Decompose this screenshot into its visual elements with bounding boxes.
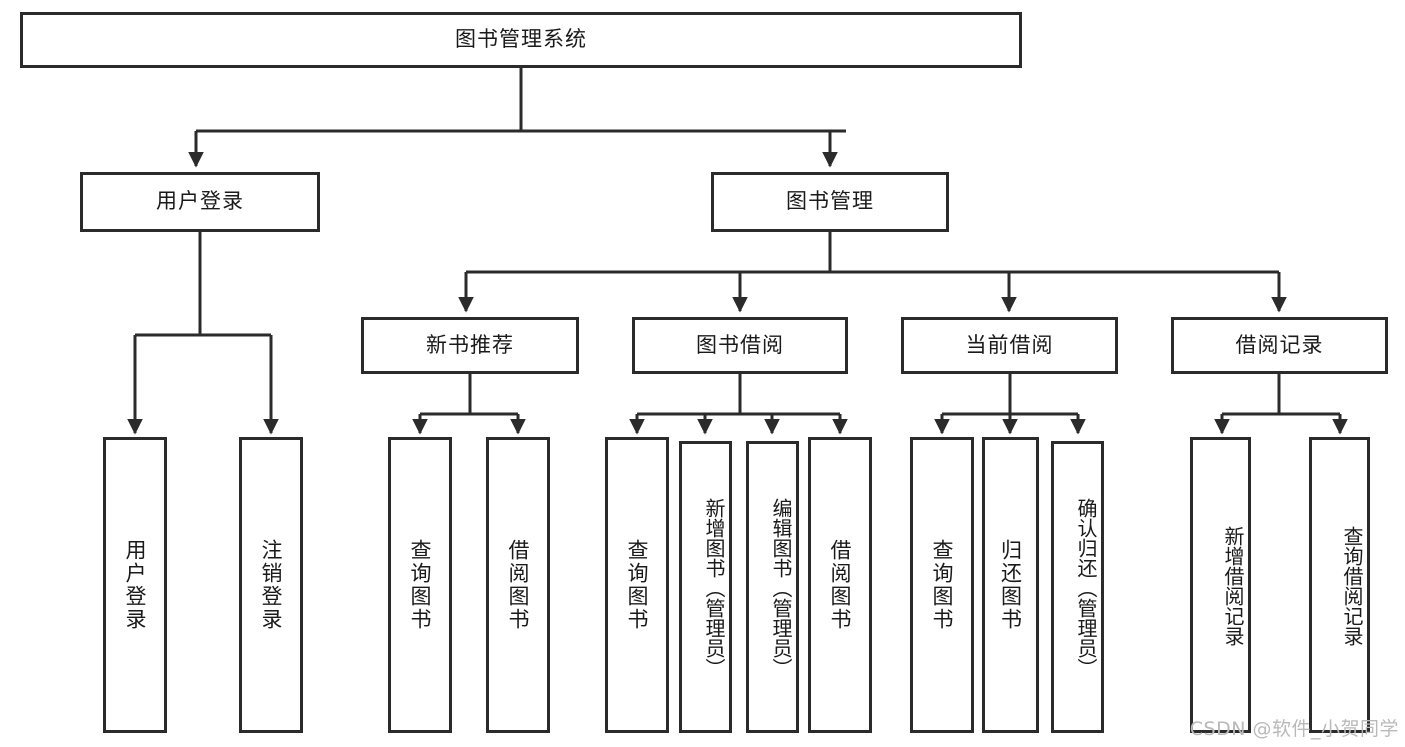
node-user-login[interactable]: 用户登录 bbox=[80, 172, 320, 232]
node-new-book-rec[interactable]: 新书推荐 bbox=[361, 317, 579, 374]
leaf-add-book-admin-label: 新增图书（管理员） bbox=[702, 498, 726, 678]
leaf-add-book-admin[interactable]: 新增图书（管理员） bbox=[679, 441, 732, 733]
leaf-query-book-1[interactable]: 查询图书 bbox=[388, 437, 452, 733]
node-current-borrow[interactable]: 当前借阅 bbox=[901, 317, 1118, 374]
leaf-user-login[interactable]: 用户登录 bbox=[103, 437, 167, 733]
node-root-label: 图书管理系统 bbox=[455, 27, 587, 52]
leaf-query-book-1-label: 查询图书 bbox=[408, 539, 432, 631]
node-book-manage-label: 图书管理 bbox=[786, 189, 874, 214]
node-borrow-record[interactable]: 借阅记录 bbox=[1171, 317, 1388, 374]
leaf-add-borrow-record[interactable]: 新增借阅记录 bbox=[1190, 437, 1251, 733]
leaf-confirm-return-admin[interactable]: 确认归还（管理员） bbox=[1051, 441, 1104, 733]
node-book-borrow[interactable]: 图书借阅 bbox=[632, 317, 848, 374]
node-book-manage[interactable]: 图书管理 bbox=[711, 172, 949, 232]
node-root[interactable]: 图书管理系统 bbox=[20, 12, 1022, 68]
leaf-confirm-return-admin-label: 确认归还（管理员） bbox=[1074, 498, 1098, 678]
leaf-user-login-label: 用户登录 bbox=[123, 539, 147, 631]
leaf-logout-login-label: 注销登录 bbox=[259, 539, 283, 631]
node-user-login-label: 用户登录 bbox=[156, 189, 244, 214]
leaf-query-book-3[interactable]: 查询图书 bbox=[910, 437, 974, 733]
leaf-add-borrow-record-label: 新增借阅记录 bbox=[1221, 526, 1245, 646]
watermark: CSDN @软件_小贺同学 bbox=[1189, 718, 1399, 740]
node-new-book-rec-label: 新书推荐 bbox=[426, 332, 514, 357]
leaf-edit-book-admin-label: 编辑图书（管理员） bbox=[769, 498, 793, 678]
leaf-return-book[interactable]: 归还图书 bbox=[982, 437, 1039, 733]
leaf-query-borrow-record[interactable]: 查询借阅记录 bbox=[1309, 437, 1370, 733]
leaf-return-book-label: 归还图书 bbox=[998, 539, 1023, 631]
leaf-query-book-3-label: 查询图书 bbox=[930, 539, 954, 631]
leaf-borrow-book-2[interactable]: 借阅图书 bbox=[808, 437, 872, 733]
node-book-borrow-label: 图书借阅 bbox=[696, 332, 784, 357]
leaf-edit-book-admin[interactable]: 编辑图书（管理员） bbox=[746, 441, 799, 733]
leaf-borrow-book-1-label: 借阅图书 bbox=[506, 539, 530, 631]
node-current-borrow-label: 当前借阅 bbox=[965, 332, 1054, 357]
leaf-borrow-book-1[interactable]: 借阅图书 bbox=[486, 437, 550, 733]
leaf-query-book-2-label: 查询图书 bbox=[625, 539, 649, 631]
leaf-borrow-book-2-label: 借阅图书 bbox=[828, 539, 852, 631]
node-borrow-record-label: 借阅记录 bbox=[1235, 332, 1324, 357]
leaf-query-book-2[interactable]: 查询图书 bbox=[605, 437, 669, 733]
leaf-query-borrow-record-label: 查询借阅记录 bbox=[1340, 526, 1364, 646]
leaf-logout-login[interactable]: 注销登录 bbox=[239, 437, 303, 733]
